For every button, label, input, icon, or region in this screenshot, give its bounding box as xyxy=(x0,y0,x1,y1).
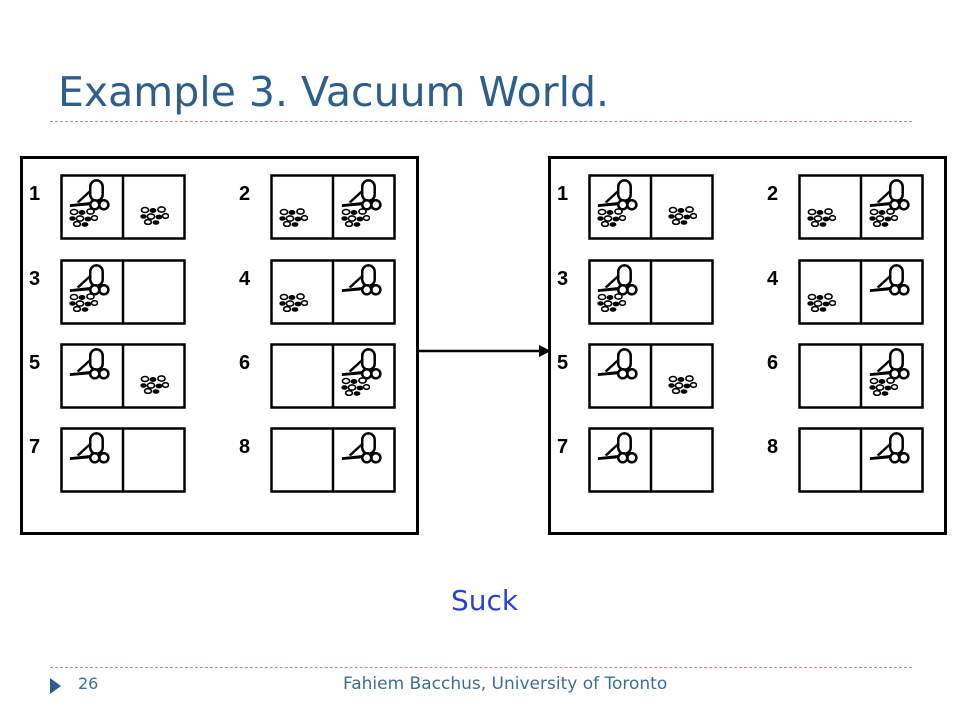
footer-marker-icon xyxy=(50,678,61,694)
state-6: 6 xyxy=(239,343,396,409)
state-number: 8 xyxy=(239,436,250,458)
state-number: 4 xyxy=(767,268,779,290)
state-5: 5 xyxy=(29,343,186,409)
state-number: 2 xyxy=(767,183,778,205)
page-number: 26 xyxy=(78,674,99,693)
slide-title: Example 3. Vacuum World. xyxy=(58,68,610,116)
state-number: 7 xyxy=(29,436,40,458)
state-number: 1 xyxy=(557,183,568,205)
state-2: 2 xyxy=(239,174,396,240)
title-divider xyxy=(50,121,912,122)
initial-states-group: 1 2 3 4 5 6 7 8 xyxy=(29,174,396,493)
state-number: 3 xyxy=(557,268,568,290)
state-number: 6 xyxy=(767,352,778,374)
state-number: 5 xyxy=(557,352,568,374)
state-8: 8 xyxy=(239,427,396,493)
state-1: 1 xyxy=(29,174,186,240)
state-3: 3 xyxy=(29,259,186,325)
state-number: 4 xyxy=(239,268,251,290)
state-6: 6 xyxy=(767,343,924,409)
state-number: 8 xyxy=(767,436,778,458)
state-4: 4 xyxy=(767,259,924,325)
action-label: Suck xyxy=(451,584,519,617)
state-3: 3 xyxy=(557,259,714,325)
state-number: 6 xyxy=(239,352,250,374)
state-5: 5 xyxy=(557,343,714,409)
state-number: 2 xyxy=(239,183,250,205)
state-1: 1 xyxy=(557,174,714,240)
state-2: 2 xyxy=(767,174,924,240)
state-8: 8 xyxy=(767,427,924,493)
suck-arrow-head xyxy=(539,345,551,357)
state-7: 7 xyxy=(29,427,186,493)
footer-divider xyxy=(50,667,912,668)
state-4: 4 xyxy=(239,259,396,325)
state-number: 5 xyxy=(29,352,40,374)
state-number: 3 xyxy=(29,268,40,290)
state-number: 1 xyxy=(29,183,40,205)
footer-credit: Fahiem Bacchus, University of Toronto xyxy=(343,674,668,694)
state-number: 7 xyxy=(557,436,568,458)
state-7: 7 xyxy=(557,427,714,493)
result-states-group: 1 2 3 4 5 6 7 8 xyxy=(557,174,924,493)
